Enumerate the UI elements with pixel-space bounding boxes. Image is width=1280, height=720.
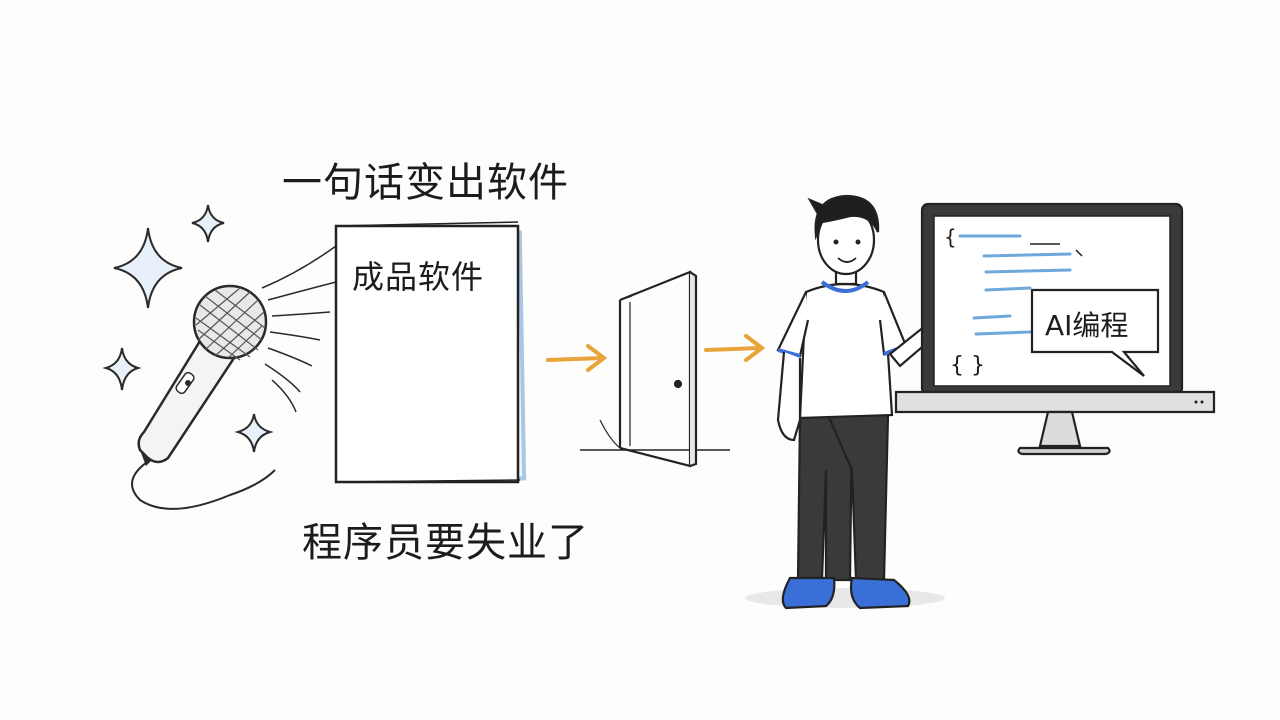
person-icon — [745, 194, 968, 610]
code-braces: { } — [950, 353, 985, 378]
sparkle-icon — [234, 413, 274, 453]
arrow-right-icon — [546, 344, 608, 372]
sparkle-icon — [113, 227, 183, 309]
microphone-icon — [131, 284, 276, 510]
caption-text: 程序员要失业了 — [302, 520, 589, 566]
code-open-brace: { — [944, 225, 957, 249]
headline-text: 一句话变出软件 — [282, 160, 569, 206]
sparkle-icon — [191, 204, 225, 243]
open-door-icon — [580, 270, 730, 468]
arrow-right-icon — [704, 334, 766, 362]
document-label: 成品软件 — [352, 258, 485, 296]
sound-wave-icon — [261, 245, 337, 413]
speech-bubble-icon — [1030, 288, 1160, 377]
document-icon — [334, 221, 527, 484]
sparkle-icon — [102, 347, 142, 391]
speech-bubble-label: AI编程 — [1045, 309, 1129, 342]
